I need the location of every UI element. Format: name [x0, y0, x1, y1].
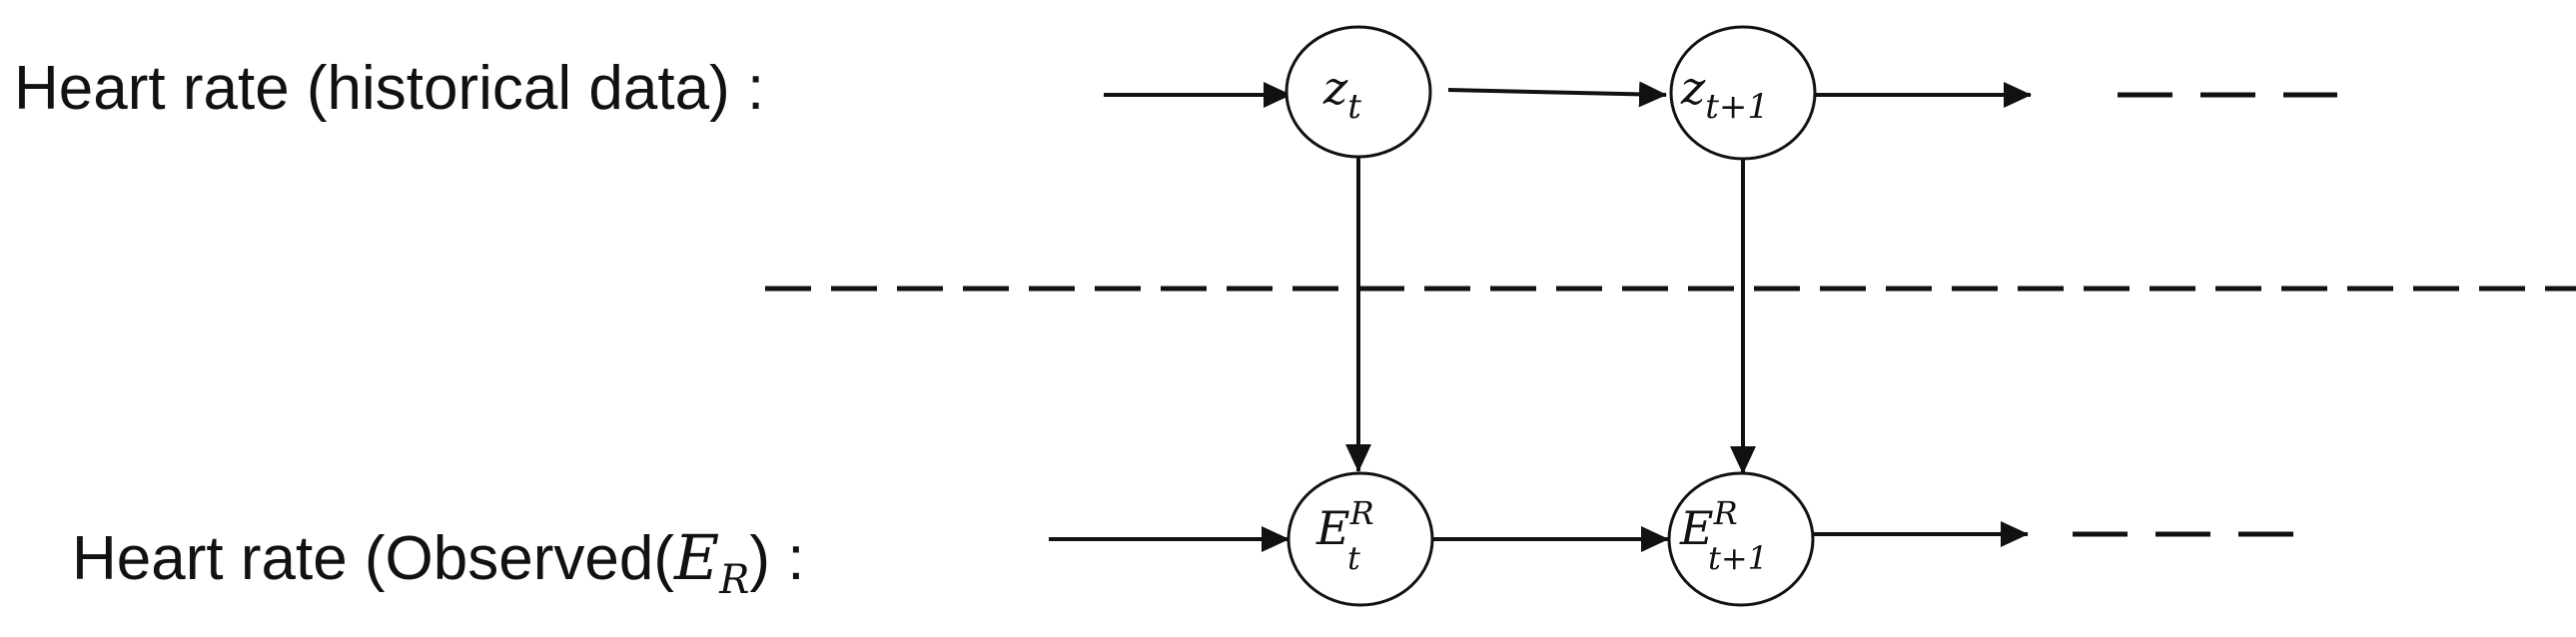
node-z-t-sub: t — [1347, 87, 1361, 127]
node-e-t-sup: R — [1349, 494, 1374, 532]
observed-row-label-sub: R — [719, 557, 750, 603]
observed-row-label: Heart rate (Observed(ER) : — [72, 524, 805, 601]
svg-text:zt+1: zt+1 — [1680, 61, 1769, 127]
node-z-t1: zt+1 — [1669, 25, 1817, 161]
svg-text:ER: ER — [1679, 494, 1738, 555]
observed-row-label-prefix: Heart rate (Observed( — [72, 524, 674, 593]
arrow-z-t-to-z-t1 — [1447, 81, 1667, 108]
node-e-t1-sup: R — [1713, 494, 1738, 532]
historical-row-label: Heart rate (historical data) : — [14, 58, 764, 120]
node-e-t-base: E — [1315, 501, 1350, 555]
historical-row-label-text: Heart rate (historical data) : — [14, 54, 765, 123]
node-e-t1: ER t+1 — [1667, 471, 1815, 607]
node-z-t: zt — [1285, 25, 1432, 159]
node-e-t1-base: E — [1679, 501, 1714, 555]
svg-text:zt: zt — [1322, 61, 1361, 127]
node-z-t-base: z — [1322, 61, 1348, 115]
node-e-t: ER t — [1287, 471, 1434, 607]
node-z-t1-base: z — [1680, 61, 1706, 115]
node-z-t1-sub: t+1 — [1705, 87, 1769, 127]
observed-row-label-var: E — [674, 521, 720, 594]
svg-text:ER: ER — [1315, 494, 1374, 555]
observed-row-label-suffix: ) : — [749, 524, 805, 593]
node-e-t1-sub: t+1 — [1708, 539, 1768, 577]
node-e-t-sub: t — [1347, 539, 1360, 577]
